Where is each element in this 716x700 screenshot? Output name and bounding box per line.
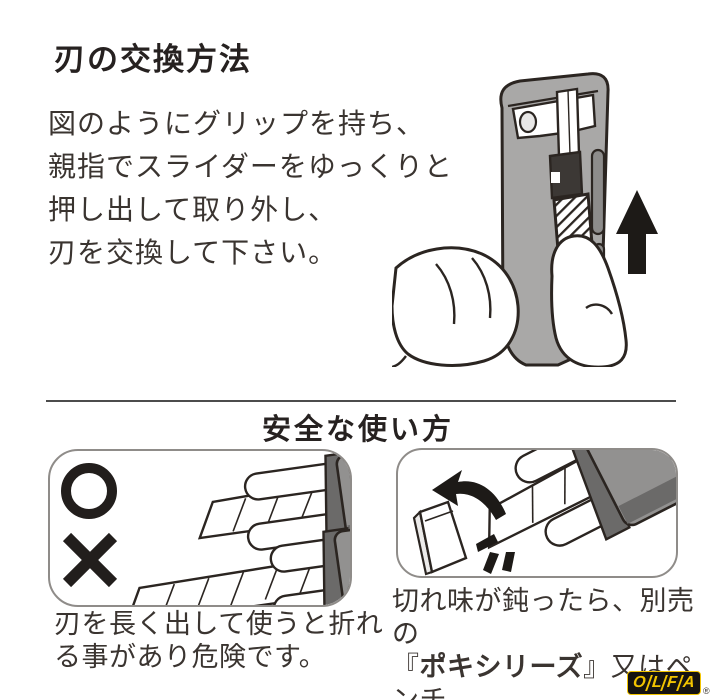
blade-length-panel <box>48 449 352 607</box>
instruction-line: 刃を交換して下さい。 <box>48 237 338 268</box>
snapped-blade-piece <box>412 500 468 576</box>
instruction-line: 押し出して取り外し、 <box>48 194 338 225</box>
olfa-letter: A <box>682 674 696 691</box>
safety-title: 安全な使い方 <box>261 414 454 446</box>
thumb <box>550 234 628 367</box>
impact-marks-icon <box>476 534 515 574</box>
up-arrow-icon <box>616 190 658 274</box>
hand-holding-cutter-illustration <box>392 72 658 367</box>
blade-length-illustration <box>61 451 350 605</box>
caption-line: 切れ味が鈍ったら、別売の <box>392 586 695 649</box>
cross-ng-icon <box>62 532 118 588</box>
instruction-line: 親指でスライダーをゆっくりと <box>48 151 453 182</box>
opening-hole <box>518 110 538 134</box>
blade-snap-illustration <box>412 450 676 576</box>
circle-ok-icon <box>61 463 117 519</box>
section-divider <box>46 400 676 402</box>
side-slot <box>590 148 606 236</box>
registered-mark: ® <box>703 686 710 696</box>
olfa-letter: O <box>632 674 647 691</box>
cutter-diagonal <box>487 450 676 550</box>
caption-line: 刃を長く出して使うと折れ <box>54 609 384 639</box>
blade-replacement-title: 刃の交換方法 <box>54 42 252 77</box>
blade-snap-panel <box>396 448 678 578</box>
caption-line: る事があり危険です。 <box>54 642 327 672</box>
blade-length-caption: 刃を長く出して使うと折れ る事があり危険です。 <box>54 608 383 674</box>
cutter-short-blade <box>197 451 350 552</box>
curved-arrow-icon <box>432 470 506 520</box>
bracket-open: 『 <box>392 652 420 682</box>
olfa-logo: O L F A <box>627 671 701 695</box>
blade-replacement-instructions: 図のようにグリップを持ち、 親指でスライダーをゆっくりと 押し出して取り外し、 … <box>48 102 453 274</box>
instruction-line: 図のようにグリップを持ち、 <box>48 108 426 139</box>
thumb-nail <box>585 303 614 315</box>
poki-series-name: ポキシリーズ <box>419 652 584 682</box>
